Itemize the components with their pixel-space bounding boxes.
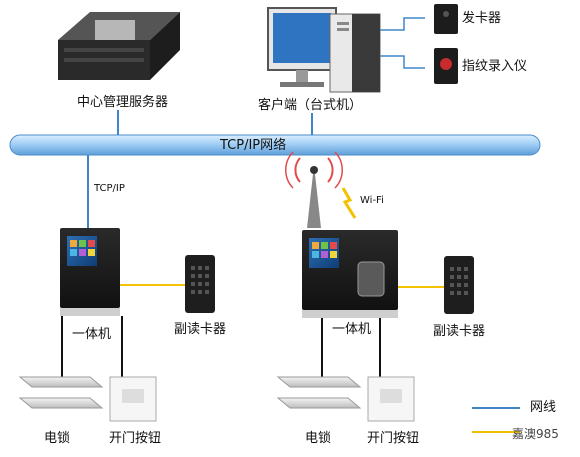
right-lock-label: 电锁: [305, 431, 332, 446]
wifi-antenna: [285, 151, 343, 228]
left-terminal-label: 一体机: [72, 327, 112, 342]
server-device: [58, 12, 180, 80]
network-bus-label: TCP/IP网络: [220, 138, 287, 153]
server-label: 中心管理服务器: [77, 95, 169, 110]
card-issuer-link: [380, 17, 425, 31]
right-exit-button: [367, 376, 415, 422]
right-reader-label: 副读卡器: [433, 324, 486, 339]
left-reader-label: 副读卡器: [174, 322, 227, 337]
card-issuer-label: 发卡器: [462, 11, 502, 26]
wifi-bolt: [341, 187, 357, 219]
right-terminal-label: 一体机: [332, 322, 372, 337]
left-electric-lock: [18, 376, 104, 409]
right-uplink-label: Wi-Fi: [360, 195, 384, 206]
left-uplink-label: TCP/IP: [94, 183, 125, 194]
fingerprint-enroller-device: [434, 48, 458, 84]
left-button-label: 开门按钮: [109, 431, 162, 446]
fingerprint-link: [380, 55, 425, 69]
left-reader: [185, 255, 215, 313]
card-issuer-device: [434, 4, 458, 34]
right-terminal: [302, 230, 398, 318]
client-pc: [267, 7, 381, 93]
fingerprint-enroller-label: 指纹录入仪: [462, 59, 528, 74]
right-button-label: 开门按钮: [367, 431, 420, 446]
right-reader: [444, 256, 474, 314]
network-bus: [9, 134, 541, 156]
legend-network-label: 网线: [530, 400, 557, 415]
watermark: 嘉澳985: [512, 427, 559, 441]
left-lock-label: 电锁: [44, 431, 71, 446]
left-terminal: [60, 228, 120, 316]
left-exit-button: [109, 376, 157, 422]
client-label: 客户端（台式机）: [258, 98, 363, 113]
right-electric-lock: [276, 376, 362, 409]
